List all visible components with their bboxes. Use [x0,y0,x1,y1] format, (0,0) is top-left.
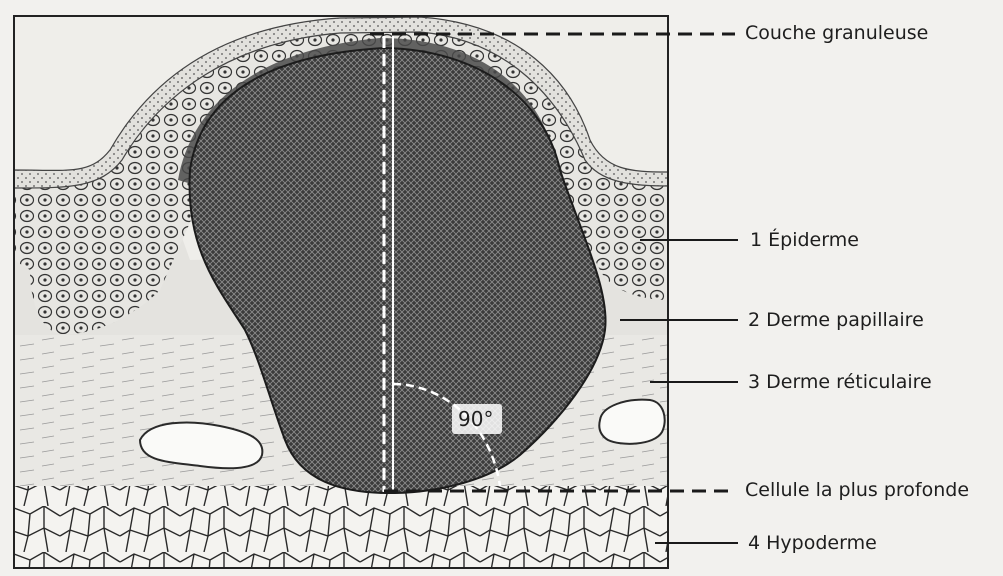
deepest-cell-label: Cellule la plus profonde [745,479,969,501]
reticular-dermis-label: 3 Derme réticulaire [748,371,932,393]
hypodermis-label: 4 Hypoderme [748,532,877,554]
hypodermis-layer [14,484,668,568]
epidermis-label: 1 Épiderme [750,229,859,251]
papillary-dermis-label: 2 Derme papillaire [748,309,924,331]
granular-layer-label: Couche granuleuse [745,22,928,44]
angle-label: 90° [458,408,493,430]
